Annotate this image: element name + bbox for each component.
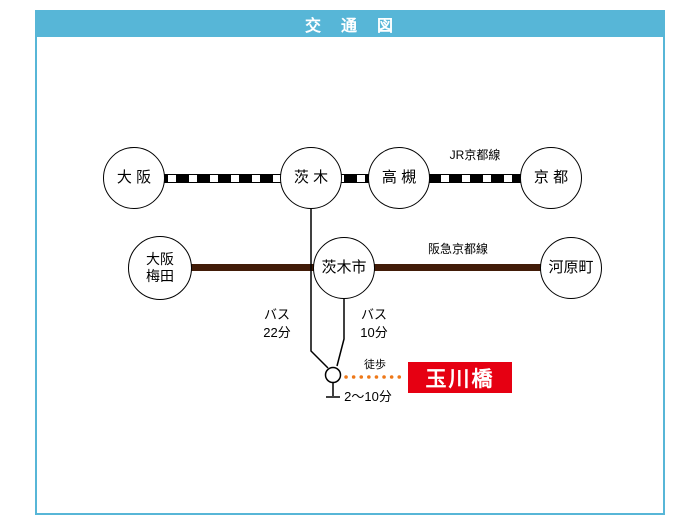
bus-route-line-left (310, 209, 329, 369)
walk-duration-label: 2〜10分 (344, 389, 392, 404)
destination-box: 玉川橋 (408, 362, 512, 393)
hankyu-line-label: 阪急京都線 (427, 242, 488, 256)
page-title: 交 通 図 (304, 17, 395, 35)
bus-10min-label: バス 10分 (360, 307, 388, 340)
bus-22min-label: バス 22分 (263, 307, 291, 340)
jr-kyoto-line (134, 174, 551, 183)
station-takatsuki: 高 槻 (368, 147, 430, 209)
station-kawaramachi: 河原町 (540, 237, 602, 299)
station-osaka-umeda: 大阪 梅田 (128, 236, 192, 300)
title-bar: 交 通 図 (35, 10, 665, 37)
station-osaka: 大 阪 (103, 147, 165, 209)
station-kyoto: 京 都 (520, 147, 582, 209)
bus-stop-icon (324, 366, 342, 384)
station-ibarakishi: 茨木市 (313, 237, 375, 299)
bus-route-line-right (336, 299, 345, 367)
walk-label: 徒歩 (364, 359, 386, 371)
destination-name: 玉川橋 (425, 367, 495, 391)
jr-line-label: JR京都線 (449, 148, 501, 162)
station-ibaraki: 茨 木 (280, 147, 342, 209)
